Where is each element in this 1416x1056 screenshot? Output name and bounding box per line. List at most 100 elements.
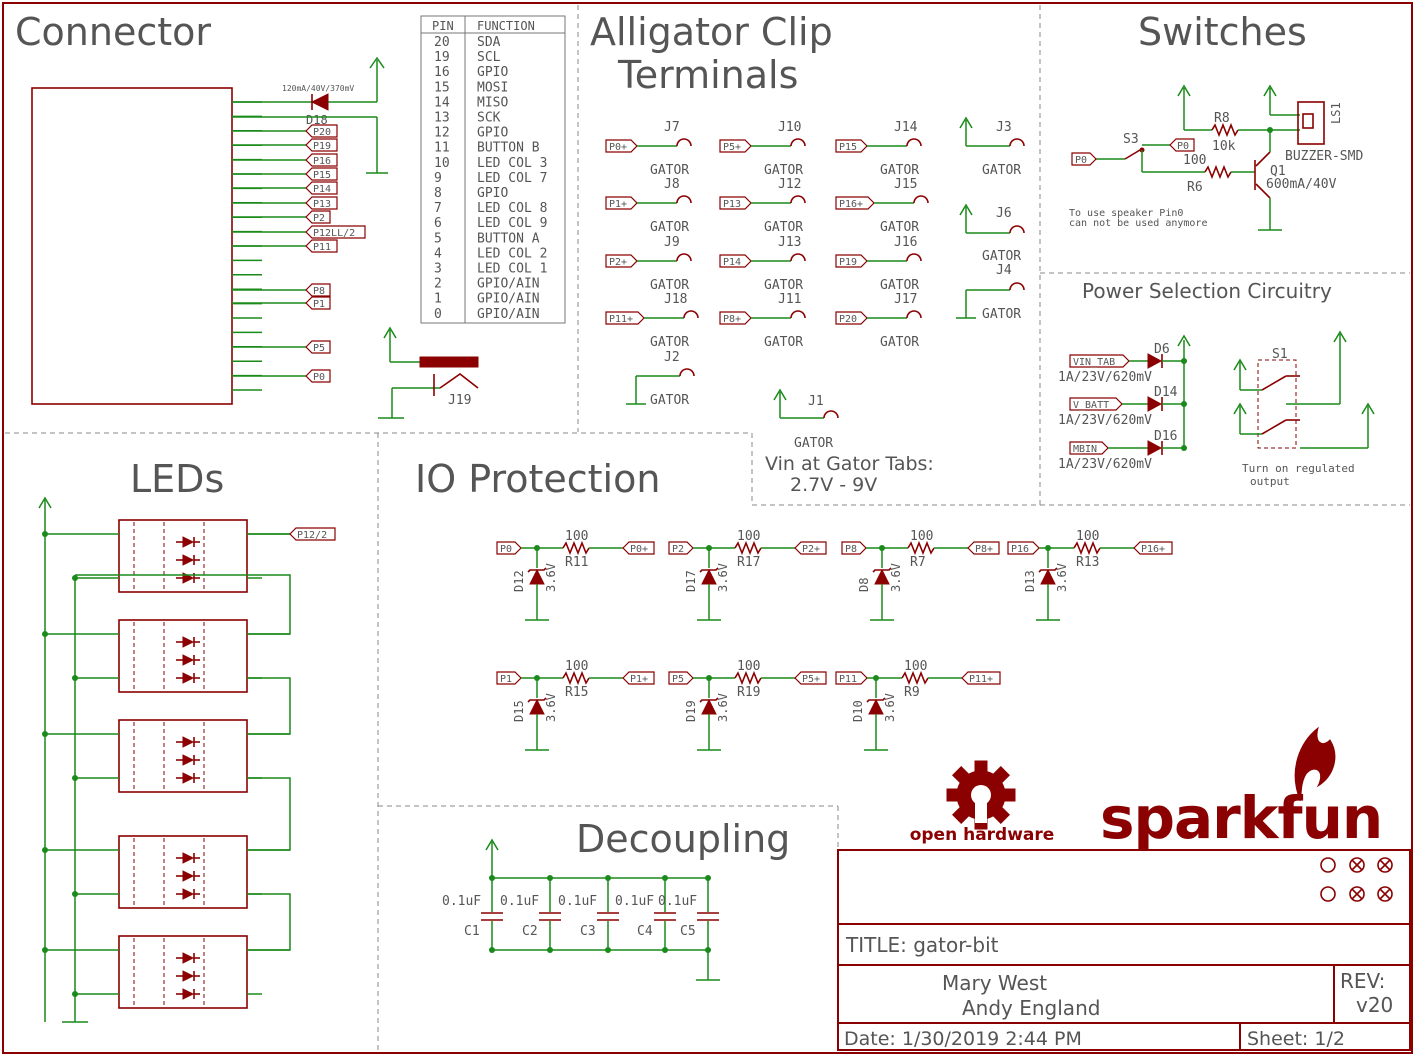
resistor-icon [734, 670, 762, 686]
gator-net-label: P15 [835, 139, 868, 153]
led-diode-icon [182, 636, 195, 648]
net-label-text: P5+ [802, 674, 820, 685]
sheet-text: Sheet: 1/2 [1247, 1028, 1345, 1050]
d18-rating: 120mA/40V/370mV [282, 84, 354, 93]
led-module [42, 719, 290, 793]
svg-text:R17: R17 [737, 555, 760, 570]
speaker-note-1: To use speaker Pin0 [1069, 208, 1183, 219]
connector-title: Connector [15, 10, 211, 54]
svg-text:100: 100 [1076, 529, 1099, 544]
pin-function: LED COL 2 [477, 246, 547, 261]
gator-net-label: P19 [835, 254, 868, 268]
svg-text:GATOR: GATOR [982, 163, 1021, 178]
net-label-text: P0+ [630, 544, 648, 555]
vin-note-2: 2.7V - 9V [790, 474, 877, 496]
led-diode-icon [182, 852, 195, 864]
pin-function: GPIO/AIN [477, 307, 540, 322]
pin-function: GPIO [477, 126, 508, 141]
zener-diode-icon [701, 568, 717, 585]
pin-number: 14 [434, 95, 450, 110]
resistor-icon [562, 670, 590, 686]
zener-diode-icon [701, 698, 717, 715]
net-label-text: P11 [313, 242, 331, 253]
fiducial-marks [1320, 857, 1393, 902]
resistor-icon [907, 540, 935, 556]
switches-circuit: S3 100 R6 R8 10k Q1 600mA/40V LS1 BUZZER… [1069, 84, 1363, 231]
svg-text:GATOR: GATOR [880, 278, 919, 293]
io-title: IO Protection [415, 457, 660, 501]
decoupling-title: Decoupling [576, 817, 790, 861]
power-selection-circuit: S1 Turn on regulated output VIN_TABD61A/… [1058, 330, 1375, 488]
svg-text:100: 100 [910, 529, 933, 544]
open-hardware-text: open hardware [910, 825, 1055, 845]
net-label-text: P11+ [609, 314, 633, 325]
io-input-label: P0 [496, 541, 522, 555]
net-label-text: P0 [500, 544, 512, 555]
function-header: FUNCTION [477, 19, 535, 33]
led-matrix: P12/2 [38, 496, 336, 1023]
svg-text:0.1uF: 0.1uF [558, 894, 597, 909]
pin-number: 15 [434, 80, 450, 95]
svg-text:GATOR: GATOR [880, 220, 919, 235]
gator-clip-icon [823, 410, 839, 419]
switch-p0-label-2: P0 [1169, 138, 1195, 152]
svg-text:GATOR: GATOR [764, 220, 803, 235]
rev-value: v20 [1356, 993, 1393, 1017]
net-label-text: P8 [313, 286, 325, 297]
pin-number: 5 [434, 231, 442, 246]
gator-clip-icon [790, 195, 806, 204]
connector-pin-p2: P2 [305, 210, 331, 224]
io-input-label: P1 [496, 671, 522, 685]
resistor-icon [1073, 540, 1101, 556]
svg-text:J15: J15 [894, 177, 917, 192]
connector-pin-p19: P19 [305, 138, 338, 152]
gator-clip-icon [906, 253, 922, 262]
switches-title: Switches [1138, 10, 1307, 54]
q1-value: 600mA/40V [1266, 177, 1337, 192]
svg-text:C4: C4 [637, 924, 653, 939]
net-label-text: P15 [313, 170, 331, 181]
io-output-label: P5+ [794, 671, 827, 685]
gator-clip-icon [790, 138, 806, 147]
svg-text:3.6V: 3.6V [544, 563, 558, 592]
net-label-text: P8+ [723, 314, 741, 325]
svg-text:J17: J17 [894, 292, 917, 307]
io-output-label: P2+ [794, 541, 827, 555]
svg-text:D12: D12 [512, 570, 526, 592]
svg-text:GATOR: GATOR [880, 163, 919, 178]
led-module [42, 935, 290, 1009]
net-label-text: P2 [313, 213, 325, 224]
net-label-text: P20 [313, 127, 331, 138]
net-label-text: P0 [313, 372, 325, 383]
pin-header: PIN [432, 19, 454, 33]
flame-icon [1294, 726, 1336, 802]
led-diode-icon [182, 536, 195, 548]
svg-text:D8: D8 [857, 578, 871, 592]
net-label-text: P2+ [609, 257, 627, 268]
io-input-label: P11 [835, 671, 868, 685]
pin-number: 19 [434, 50, 450, 65]
svg-text:3.6V: 3.6V [716, 693, 730, 722]
svg-text:GATOR: GATOR [650, 220, 689, 235]
io-input-label: P16 [1007, 541, 1040, 555]
pin-number: 2 [434, 277, 442, 292]
connector-pin-p13: P13 [305, 196, 338, 210]
net-label-text: VIN_TAB [1073, 357, 1115, 368]
pin-number: 6 [434, 216, 442, 231]
connector-pin-p16: P16 [305, 153, 338, 167]
j19-ref: J19 [448, 393, 471, 408]
pin-function: GPIO [477, 186, 508, 201]
svg-text:GATOR: GATOR [764, 278, 803, 293]
power-net-mbin: MBIN [1069, 441, 1109, 455]
